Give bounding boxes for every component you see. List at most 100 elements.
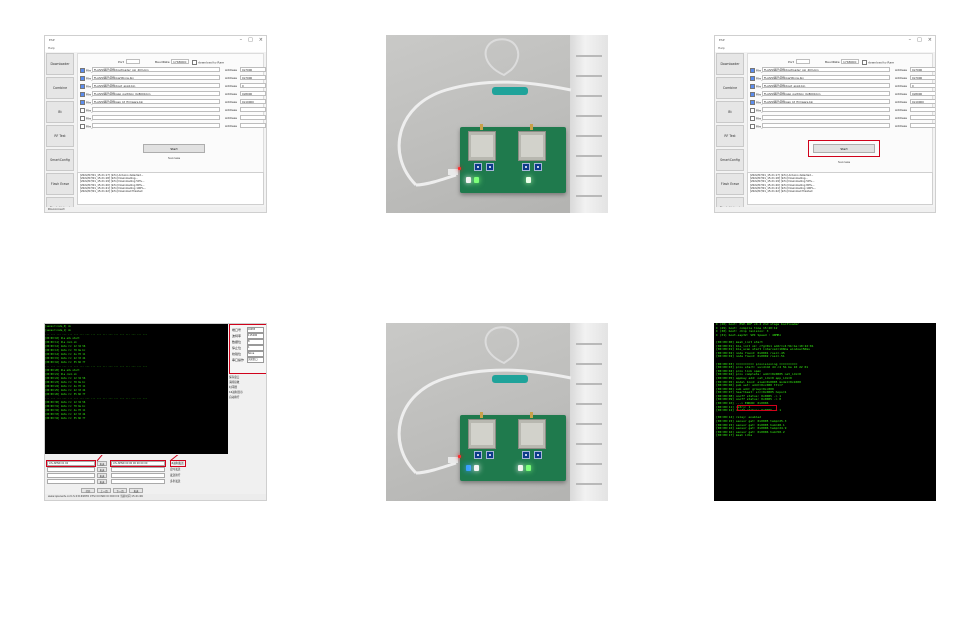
timed-send-checkbox[interactable]: 定时发送 — [170, 468, 181, 471]
address-input[interactable]: 0x7000 — [910, 67, 935, 72]
sidebar-item-smartconfig[interactable]: SmartConfig — [716, 149, 744, 171]
file-path-input[interactable] — [762, 115, 890, 120]
minimize-icon[interactable]: – — [239, 37, 243, 43]
receive-option-checkbox[interactable]: 时间戳 — [229, 386, 237, 389]
send-input-4[interactable] — [47, 479, 95, 484]
close-icon[interactable]: × — [258, 37, 263, 43]
file-path-input[interactable]: FLASH/路径/固件/bootloader_qio_40m.bin — [762, 67, 890, 72]
file-path-input[interactable] — [92, 107, 220, 112]
option-value[interactable]: 8 — [247, 339, 264, 345]
address-input[interactable] — [240, 115, 266, 120]
address-input[interactable] — [910, 107, 935, 112]
address-input[interactable]: 0x10000 — [240, 99, 266, 104]
send-hex-input-4[interactable] — [111, 479, 165, 484]
download-to-ram-checkbox[interactable] — [862, 60, 867, 65]
sidebar-item-flash-erase[interactable]: Flash Erase — [716, 173, 744, 195]
send-button[interactable]: 发送 — [129, 488, 143, 493]
file-checkbox[interactable] — [750, 92, 755, 97]
sidebar-item-downloader[interactable]: Downloader — [716, 53, 744, 75]
file-checkbox[interactable] — [750, 84, 755, 89]
receive-option-checkbox[interactable]: 保存窗口 — [229, 376, 240, 379]
maximize-icon[interactable]: □ — [248, 37, 253, 43]
send-button-2[interactable]: 发送 — [97, 467, 107, 472]
address-input[interactable]: 0x8000 — [910, 91, 935, 96]
send-button-1[interactable]: 发送 — [97, 461, 107, 466]
baudrate-select[interactable]: 1768000 — [171, 59, 189, 64]
file-path-input[interactable]: FLASH/路径/固件/boot_app0.bin — [762, 83, 890, 88]
file-checkbox[interactable] — [750, 108, 755, 113]
receive-option-checkbox[interactable]: 自动换行 — [229, 396, 240, 399]
file-checkbox[interactable] — [80, 124, 85, 129]
file-path-input[interactable] — [762, 107, 890, 112]
file-path-input[interactable] — [92, 123, 220, 128]
address-input[interactable]: 0x7000 — [240, 75, 266, 80]
close-icon[interactable]: × — [927, 37, 932, 43]
file-checkbox[interactable] — [80, 116, 85, 121]
file-checkbox[interactable] — [80, 100, 85, 105]
option-value[interactable]: 关闭串口 — [247, 357, 264, 363]
next-page-button[interactable]: 下一页 — [113, 488, 127, 493]
prev-page-button[interactable]: 上一页 — [97, 488, 111, 493]
address-input[interactable] — [240, 123, 266, 128]
address-input[interactable]: 0 — [910, 83, 935, 88]
send-hex-input-3[interactable] — [111, 473, 165, 478]
send-input-3[interactable] — [47, 473, 95, 478]
port-select[interactable] — [796, 59, 810, 64]
sidebar-item-smartconfig[interactable]: SmartConfig — [46, 149, 74, 171]
send-newline-checkbox[interactable]: 发送新行 — [170, 474, 181, 477]
address-input[interactable]: 0x10000 — [910, 99, 935, 104]
file-checkbox[interactable] — [750, 68, 755, 73]
file-checkbox[interactable] — [80, 84, 85, 89]
file-path-input[interactable]: FLASH/路径/固件/app_partition_0x8000.bin — [92, 91, 220, 96]
address-input[interactable] — [910, 115, 935, 120]
minimize-icon[interactable]: – — [908, 37, 912, 43]
file-path-input[interactable]: FLASH/路径/固件/bootloader_qio_40m.bin — [92, 67, 220, 72]
baudrate-select[interactable]: 1768000 — [841, 59, 859, 64]
file-checkbox[interactable] — [80, 92, 85, 97]
sidebar-item-rf-test[interactable]: RF Test — [46, 125, 74, 147]
sidebar-item-downloader[interactable]: Downloader — [46, 53, 74, 75]
file-path-input[interactable]: FLASH/路径/固件/app_partition_0x8000.bin — [762, 91, 890, 96]
sidebar-item-rf-test[interactable]: RF Test — [716, 125, 744, 147]
file-checkbox[interactable] — [80, 108, 85, 113]
option-value[interactable]: 115200 — [247, 333, 264, 339]
address-input[interactable] — [910, 123, 935, 128]
file-path-input[interactable]: FLASH/路径/固件/partitions.bin — [762, 75, 890, 80]
file-path-input[interactable] — [762, 123, 890, 128]
file-checkbox[interactable] — [80, 68, 85, 73]
send-input-2[interactable] — [47, 467, 95, 472]
file-checkbox[interactable] — [750, 76, 755, 81]
open-file-button[interactable]: 打开 — [81, 488, 95, 493]
sidebar-item-bt[interactable]: Bt — [46, 101, 74, 123]
address-input[interactable]: 0x7000 — [240, 67, 266, 72]
port-select[interactable] — [126, 59, 140, 64]
start-button[interactable]: Start — [813, 144, 875, 153]
sidebar-item-flash-erase[interactable]: Flash Erase — [46, 173, 74, 195]
file-checkbox[interactable] — [80, 76, 85, 81]
receive-option-checkbox[interactable]: 清除接收 — [229, 381, 240, 384]
send-input-1[interactable]: AT+SEND 01 02 — [47, 461, 95, 466]
file-path-input[interactable] — [92, 115, 220, 120]
file-path-input[interactable]: FLASH/路径/固件/esp_bt_firmware.bin — [92, 99, 220, 104]
address-input[interactable]: 0 — [240, 83, 266, 88]
option-value[interactable]: None — [247, 351, 264, 357]
file-checkbox[interactable] — [750, 100, 755, 105]
option-value[interactable]: 1 — [247, 345, 264, 351]
download-to-ram-checkbox[interactable] — [192, 60, 197, 65]
multi-send-checkbox[interactable]: 多条发送 — [170, 480, 181, 483]
start-button[interactable]: Start — [143, 144, 205, 153]
address-input[interactable]: 0x8000 — [240, 91, 266, 96]
send-button-3[interactable]: 发送 — [97, 473, 107, 478]
file-checkbox[interactable] — [750, 116, 755, 121]
send-hex-input-1[interactable]: AT+SEND 00 00 00 00 00 00 — [111, 461, 165, 466]
sidebar-item-combine[interactable]: Combine — [46, 77, 74, 99]
address-input[interactable] — [240, 107, 266, 112]
file-path-input[interactable]: FLASH/路径/固件/partitions.bin — [92, 75, 220, 80]
hex-send-checkbox[interactable]: 16进制发送 — [170, 462, 184, 465]
send-button-4[interactable]: 发送 — [97, 479, 107, 484]
send-hex-input-2[interactable] — [111, 467, 165, 472]
address-input[interactable]: 0x7000 — [910, 75, 935, 80]
menu-help[interactable]: Help — [715, 46, 935, 52]
receive-option-checkbox[interactable]: 16进制显示 — [229, 391, 243, 394]
option-value[interactable]: COM3 — [247, 327, 264, 333]
